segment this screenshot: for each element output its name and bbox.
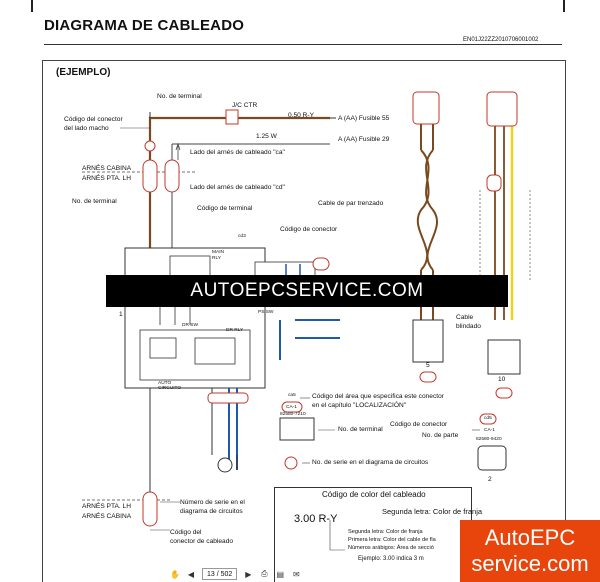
label-arnes-cabina-bottom: ARNÉS CABINA [82, 513, 132, 520]
page-title: DIAGRAMA DE CABLEADO [44, 17, 245, 34]
tag-ca1: CA-1 [286, 405, 297, 410]
label-no-parte: No. de parte [422, 432, 459, 439]
legend-segunda-letra: Segunda letra: Color de franja [382, 507, 483, 516]
pdf-toolbar: ✋ ◀ 13 / 502 ▶ ⎙ ▤ ✉ [170, 566, 370, 582]
print-icon[interactable]: ⎙ [261, 569, 268, 578]
tag-cd3: cd3 [238, 234, 246, 239]
prev-page-icon[interactable]: ◀ [187, 569, 195, 579]
label-dr-rly: DR RLY [226, 328, 244, 333]
label-no-serie-circuitos: No. de serie en el diagrama de circuitos [312, 459, 429, 466]
jc-ctr-box [225, 109, 239, 125]
connector-ea5-tag [495, 387, 513, 399]
label-arnes-pta-lh-bottom: ARNÉS PTA. LH [82, 503, 131, 510]
diagram-frame [42, 60, 566, 582]
header-left-bar [31, 0, 33, 12]
terminal-marker-top [144, 140, 156, 152]
label-fuse55: A (AA) Fusible 55 [338, 115, 390, 122]
label-auto-circuito: AUTO CIRCUITO [158, 381, 182, 391]
label-ps-sw: PS SW [258, 310, 274, 315]
twisted-pair-connector [412, 91, 440, 125]
tag-ca1-right: CA-1 [484, 428, 495, 433]
tag-ca5: ca5 [288, 393, 296, 398]
hand-tool-icon[interactable]: ✋ [170, 569, 180, 579]
brand-line2: service.com [471, 551, 589, 576]
legend-title: Código de color del cableado [322, 490, 426, 499]
header-right-bar [563, 0, 565, 12]
legend-line4: Ejemplo: 3.00 indica 3 m [358, 556, 424, 562]
watermark-banner: AUTOEPCSERVICE.COM [106, 275, 508, 307]
lado-ca-arrowhead [175, 142, 181, 151]
motor-symbol [217, 457, 233, 473]
label-main-rly: MAIN RLY [212, 250, 224, 261]
legend-line3: Números arábigos: Área de secció [348, 545, 434, 551]
label-component-2: 2 [488, 476, 492, 483]
twisted-pair-twist [416, 149, 439, 271]
legend-line2: Primera letra: Color del cable de fla [348, 537, 436, 543]
tag-cd5: cd5 [484, 416, 492, 421]
label-codigo-conector-cableado: Código del conector de cableado [170, 529, 234, 545]
shield-outline [479, 190, 531, 280]
email-icon[interactable]: ✉ [292, 569, 300, 579]
section-label: (EJEMPLO) [56, 67, 111, 78]
shielded-connector-top [486, 91, 518, 127]
label-lado-ca: Lado del arnés de cableado "ca" [190, 149, 285, 156]
component-5 [412, 319, 444, 363]
label-lado-cd: Lado del arnés de cableado "cd" [190, 184, 285, 191]
label-no-terminal-left: No. de terminal [72, 198, 117, 205]
label-numero-serie-left: Número de serie en el diagrama de circui… [180, 499, 245, 515]
label-cable-blindado: Cable blindado [456, 314, 481, 330]
document-code: EN01J22ZZ2010706001002 [463, 37, 539, 43]
title-rule [44, 44, 562, 45]
ptr-legend [329, 520, 345, 551]
label-conn-male: Código del conector del lado macho [64, 116, 123, 132]
connector-oval-male [142, 159, 158, 193]
label-cable-par: Cable de par trenzado [318, 200, 384, 207]
label-arnes-pta-lh-top: ARNÉS PTA. LH [82, 175, 131, 182]
connector-motor [207, 392, 249, 404]
label-part-7210: 82580-7210 [280, 412, 306, 417]
legend-line1: Segunda letra: Color de franja [348, 529, 423, 535]
label-area-code: Código del área que especifica este cone… [312, 393, 444, 409]
label-codigo-terminal: Código de terminal [197, 205, 253, 212]
connector-cd8 [312, 257, 330, 271]
label-component-1: 1 [119, 311, 123, 318]
label-no-terminal-top: No. de terminal [157, 93, 202, 100]
ca1-oval [281, 401, 303, 413]
brand-logo: AutoEPC service.com [460, 520, 600, 582]
label-jc-ctr: J/C CTR [232, 102, 258, 109]
connector-oval-bottom [142, 491, 158, 527]
label-part-9420: 82580-9420 [476, 437, 502, 442]
connector-ca5-tag [419, 371, 437, 383]
label-codigo-conector-right: Código de conector [390, 421, 448, 428]
label-wire-125w: 1.25 W [256, 133, 277, 140]
label-dr-sw: DR SW [182, 323, 198, 328]
serial-circle [284, 456, 298, 470]
page-indicator[interactable]: 13 / 502 [202, 568, 238, 580]
brand-line1: AutoEPC [484, 525, 576, 550]
dr-rly [194, 337, 236, 365]
connector-face-right [477, 445, 507, 471]
connector-face-ca1 [279, 417, 315, 441]
next-page-icon[interactable]: ▶ [245, 569, 252, 579]
label-wire-050ry: 0.50 R-Y [288, 112, 315, 119]
wire-blue-right [279, 319, 340, 360]
component-10 [487, 339, 521, 375]
label-arnes-cabina-top: ARNÉS CABINA [82, 165, 132, 172]
connector-oval-female [164, 159, 180, 193]
label-component-5: 5 [426, 362, 430, 369]
label-codigo-conector-mid: Código de conector [280, 226, 338, 233]
legend-color-example: 3.00 R-Y [294, 513, 338, 525]
label-fuse29: A (AA) Fusible 29 [338, 136, 390, 143]
label-no-terminal-bottom: No. de terminal [338, 426, 383, 433]
dr-sw [149, 337, 177, 359]
shielded-connector-mid [486, 174, 502, 192]
label-component-10: 10 [498, 376, 506, 383]
save-icon[interactable]: ▤ [276, 569, 285, 579]
cd5-oval [479, 413, 497, 425]
